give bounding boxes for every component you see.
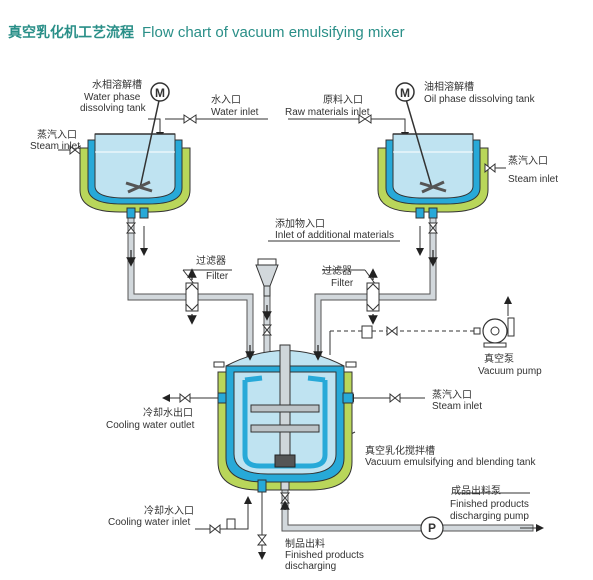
vacuum-pump-label-en: Vacuum pump [478, 366, 542, 377]
filter-left-label-en: Filter [206, 271, 229, 282]
discharge-label-cn: 制品出料 [285, 537, 325, 550]
filter-right-label-en: Filter [331, 278, 354, 289]
filter-right [366, 282, 380, 312]
water-phase-tank [79, 95, 191, 219]
pipe-discharge [281, 484, 424, 532]
oil-tank-label-cn: 油相溶解槽 [424, 80, 474, 93]
finished-pump-label-en2: discharging pump [450, 511, 529, 522]
valve-water-inlet [183, 114, 197, 124]
filter-left [185, 282, 199, 312]
title-english: Flow chart of vacuum emulsifying mixer [142, 24, 405, 41]
water-tank-label-en1: Water phase [84, 92, 141, 103]
valve-cooling-out [179, 392, 191, 404]
raw-inlet-label-en: Raw materials inlet [285, 107, 370, 118]
vacuum-filter [361, 325, 373, 339]
cooling-in-label-cn: 冷却水入口 [144, 504, 194, 517]
valve-right-tank [427, 222, 439, 234]
discharge-label-en1: Finished products [285, 550, 364, 561]
oil-phase-tank [377, 95, 489, 219]
filter-right-label-cn: 过滤器 [322, 264, 352, 277]
labels: 水相溶解槽 Water phase dissolving tank 水入口 Wa… [30, 78, 558, 572]
water-inlet-label-cn: 水入口 [211, 94, 241, 106]
additional-label-cn: 添加物入口 [275, 217, 325, 230]
main-tank-label-en: Vacuum emulsifying and blending tank [365, 457, 536, 468]
valve-additional [261, 324, 273, 336]
vacuum-pump-label-cn: 真空泵 [484, 352, 514, 365]
steam-right-label-en: Steam inlet [508, 174, 558, 185]
cooling-out-label-en: Cooling water outlet [106, 420, 195, 431]
finished-pump-label-en1: Finished products [450, 499, 529, 510]
discharge-label-en2: discharging [285, 561, 336, 572]
valve-steam-left [69, 144, 81, 156]
water-inlet-label-en: Water inlet [211, 107, 259, 118]
steam-left-label-cn: 蒸汽入口 [37, 128, 77, 141]
valve-vacuum [386, 325, 398, 337]
diagram-title: 真空乳化机工艺流程 Flow chart of vacuum emulsifyi… [8, 22, 405, 42]
finished-pump-label-cn: 成品出料泵 [451, 484, 501, 497]
steam-right-label-cn: 蒸汽入口 [508, 154, 548, 167]
flow-arrows [126, 250, 438, 510]
main-emulsifying-tank [213, 344, 357, 493]
title-chinese: 真空乳化机工艺流程 [8, 25, 134, 41]
motor-left: M [150, 82, 170, 102]
valve-cooling-in [209, 523, 221, 535]
valve-steam-main [389, 392, 401, 404]
cooling-in-trap [226, 518, 236, 530]
water-tank-label-cn: 水相溶解槽 [92, 78, 142, 91]
water-tank-label-en2: dissolving tank [80, 103, 147, 114]
steam-main-label-en: Steam inlet [432, 401, 482, 412]
valve-left-tank [125, 222, 137, 234]
filter-left-label-cn: 过滤器 [196, 254, 226, 267]
main-tank-label-cn: 真空乳化搅拌槽 [365, 444, 435, 457]
motor-right: M [395, 82, 415, 102]
cooling-out-label-cn: 冷却水出口 [143, 406, 193, 419]
oil-tank-label-en: Oil phase dissolving tank [424, 94, 536, 105]
finished-products-pump: P [420, 516, 444, 540]
valve-bottom [256, 534, 268, 546]
pump-label: P [428, 521, 436, 535]
motor-left-label: M [155, 86, 165, 100]
additional-materials-funnel [255, 258, 279, 297]
cooling-in-line [195, 496, 252, 530]
valve-steam-right [484, 162, 496, 174]
valve-raw-inlet [358, 114, 372, 124]
cooling-in-label-en: Cooling water inlet [108, 517, 190, 528]
steam-left-label-en: Steam inlet [30, 141, 80, 152]
raw-inlet-label-cn: 原料入口 [323, 93, 363, 106]
motor-right-label: M [400, 86, 410, 100]
additional-label-en: Inlet of additional materials [275, 230, 394, 241]
vacuum-pump [473, 317, 515, 348]
steam-main-label-cn: 蒸汽入口 [432, 388, 472, 401]
